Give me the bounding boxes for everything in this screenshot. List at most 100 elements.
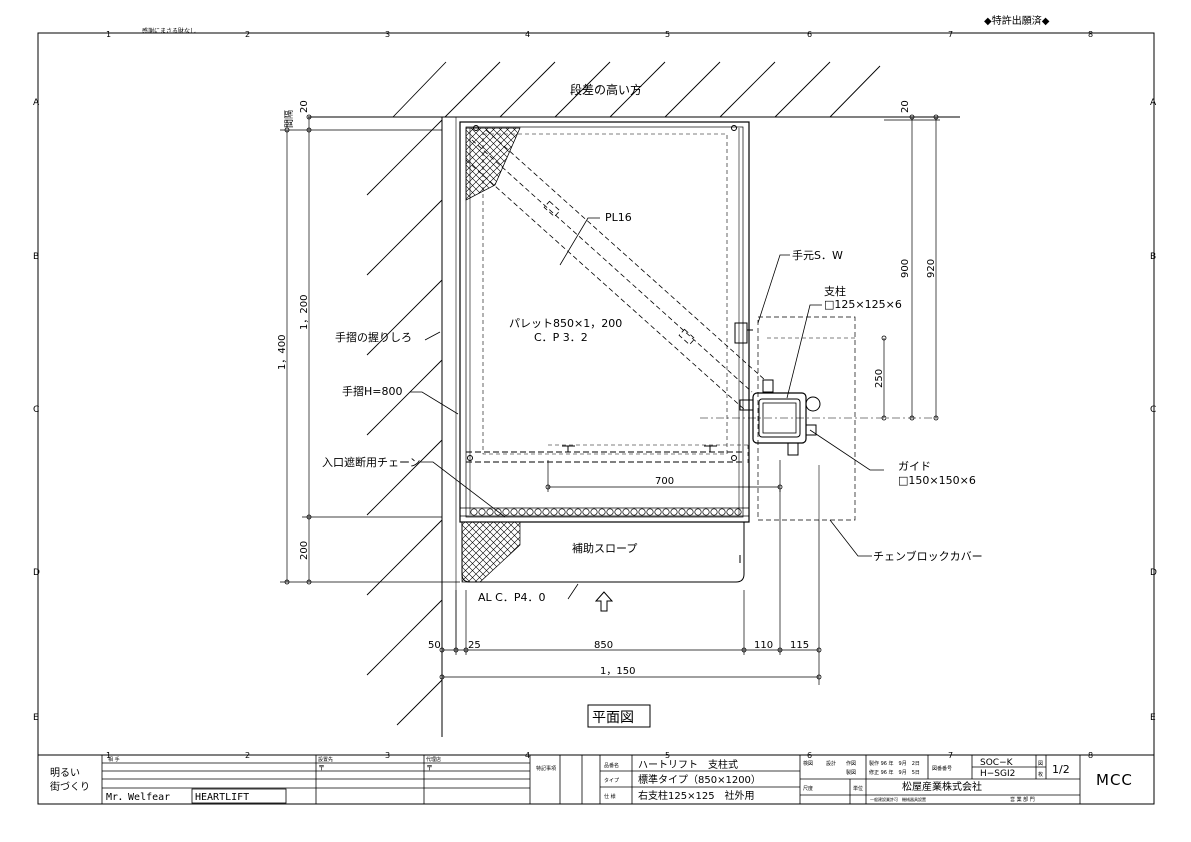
handrail-height-label: 手摺H=800 xyxy=(342,384,402,398)
outer-frame xyxy=(37,32,1155,805)
chain-link xyxy=(638,508,646,516)
chain-link xyxy=(470,508,478,516)
company-tag-2: 街づくり xyxy=(50,780,90,793)
chain-link xyxy=(526,508,534,516)
customer-label: 相 手 xyxy=(108,756,120,763)
high-side-label: 段差の高い方 xyxy=(570,82,642,97)
design-label: 設計 xyxy=(826,760,836,767)
entrance-arrow xyxy=(594,591,614,612)
chain-link xyxy=(734,508,742,516)
gap-label: 間隔 xyxy=(284,110,295,128)
check-label: 検図 xyxy=(803,760,813,767)
chain-link xyxy=(494,508,502,516)
sheet-label: 図 xyxy=(1038,761,1043,767)
chain-links xyxy=(470,508,742,516)
col-marker: 7 xyxy=(948,751,953,760)
date-revised: 修正 96 年 9月 5日 xyxy=(869,769,920,776)
chain-link xyxy=(502,508,510,516)
post-spec-label: □125×125×6 xyxy=(824,298,902,311)
dim-25: 25 xyxy=(468,640,481,651)
chain-link xyxy=(510,508,518,516)
col-marker: 8 xyxy=(1088,751,1093,760)
brand-mr-welfear: Mr．Welfear xyxy=(106,792,170,803)
hand-switch-icon xyxy=(734,322,748,344)
leader-lines xyxy=(410,217,884,600)
dim-250: 250 xyxy=(874,369,885,388)
chain-link xyxy=(614,508,622,516)
dim-115: 115 xyxy=(790,640,809,651)
dim-1200: 1，200 xyxy=(299,295,310,330)
drawing-no-1: SOC−K xyxy=(980,758,1014,768)
chain-link xyxy=(678,508,686,516)
chain-link xyxy=(654,508,662,516)
row-marker: D xyxy=(1150,568,1157,578)
chain-link xyxy=(574,508,582,516)
chain-link xyxy=(486,508,494,516)
row-markers: A B C D E A B C D E xyxy=(33,98,1157,723)
row-marker: B xyxy=(33,252,39,262)
maker-dept: 営 業 部 門 xyxy=(1010,796,1035,803)
top-right-note: ◆特許出願済◆ xyxy=(984,14,1050,27)
col-marker: 5 xyxy=(665,751,670,760)
mcc-logo: MCC xyxy=(1096,771,1133,789)
chain-link xyxy=(534,508,542,516)
maker-name: 松屋産業株式会社 xyxy=(902,780,982,793)
agent-label: 代理店 xyxy=(426,756,441,763)
chain-link xyxy=(518,508,526,516)
chain-link xyxy=(694,508,702,516)
row-marker: A xyxy=(1150,98,1157,108)
chain-link xyxy=(718,508,726,516)
chain-link xyxy=(702,508,710,516)
col-marker: 4 xyxy=(525,30,530,39)
col-marker: 8 xyxy=(1088,30,1093,39)
plan-view-title: 平面図 xyxy=(592,710,634,726)
drawing-no-label: 図番番号 xyxy=(932,765,952,772)
col-marker: 6 xyxy=(807,751,812,760)
pl16-label: PL16 xyxy=(605,211,632,224)
entrance-chain-label: 入口遮断用チェーン xyxy=(322,455,420,469)
spec-value: 右支柱125×125 社外用 xyxy=(638,789,755,802)
unit-label: 単位 xyxy=(853,785,863,792)
col-marker: 1 xyxy=(106,751,111,760)
col-marker: 6 xyxy=(807,30,812,39)
brand-heartlift: HEARTLIFT xyxy=(195,792,249,803)
chain-link xyxy=(646,508,654,516)
drawn-label: 製図 xyxy=(846,769,856,776)
dim-900: 900 xyxy=(900,259,911,278)
dim-850: 850 xyxy=(594,640,613,651)
address-label: 設置先 xyxy=(318,756,333,763)
name-label: 品番名 xyxy=(604,762,619,769)
col-marker: 2 xyxy=(245,751,250,760)
name-value: ハートリフト 支柱式 xyxy=(638,758,738,771)
pallet-label: パレット850×1，200 xyxy=(509,317,622,330)
special-notes-label: 特記事項 xyxy=(536,765,556,772)
dim-110: 110 xyxy=(754,640,773,651)
chain-link xyxy=(542,508,550,516)
row-marker: C xyxy=(1150,405,1156,415)
row-marker: A xyxy=(33,98,40,108)
wall-hatching xyxy=(366,61,881,726)
dim-1150: 1，150 xyxy=(600,666,635,677)
chain-block-cover xyxy=(757,316,856,521)
col-marker: 7 xyxy=(948,30,953,39)
dim-200: 200 xyxy=(299,541,310,560)
company-tag-1: 明るい xyxy=(50,767,80,779)
handrail-grip-label: 手摺の握りしろ xyxy=(335,330,412,344)
dim-20-right: 20 xyxy=(900,100,911,113)
chain-link xyxy=(662,508,670,516)
dim-50: 50 xyxy=(428,640,441,651)
col-marker: 1 xyxy=(106,30,111,39)
type-label: タイプ xyxy=(604,777,619,784)
chain-link xyxy=(670,508,678,516)
post-guide xyxy=(700,379,940,456)
col-marker: 3 xyxy=(385,751,390,760)
column-markers: 1 2 3 4 5 6 7 8 1 2 3 4 5 6 7 8 xyxy=(106,30,1093,760)
chain-link xyxy=(606,508,614,516)
slope-spec-label: AL C．P4．0 xyxy=(478,591,545,604)
dim-700: 700 xyxy=(655,476,674,487)
col-marker: 4 xyxy=(525,751,530,760)
chain-link xyxy=(590,508,598,516)
dim-1400: 1，400 xyxy=(277,335,288,370)
aux-slope-label: 補助スロープ xyxy=(572,541,637,555)
